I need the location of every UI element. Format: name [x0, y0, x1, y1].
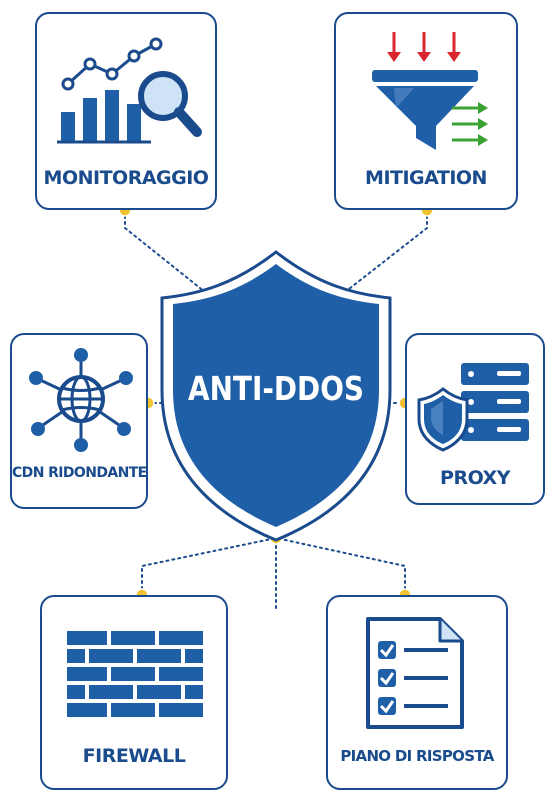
card-firewall: FIREWALL: [40, 595, 228, 790]
card-piano: PIANO DI RISPOSTA: [326, 595, 508, 790]
label-cdn: CDN RIDONDANTE: [12, 465, 147, 481]
card-monitoraggio: MONITORAGGIO: [35, 12, 217, 210]
chart-magnifier-icon: [57, 37, 202, 144]
label-firewall: FIREWALL: [82, 745, 186, 767]
card-proxy: PROXY: [405, 333, 545, 505]
label-mitigation: MITIGATION: [365, 167, 487, 189]
server-shield-icon: [417, 363, 529, 452]
card-mitigation: MITIGATION: [334, 12, 518, 210]
shield-inner-icon: [173, 264, 379, 527]
label-piano: PIANO DI RISPOSTA: [340, 747, 494, 765]
label-monitoraggio: MONITORAGGIO: [43, 167, 209, 189]
globe-network-icon: [29, 348, 133, 452]
connector-firewall: [141, 537, 277, 596]
card-cdn: CDN RIDONDANTE: [10, 333, 148, 509]
connector-piano: [275, 537, 406, 596]
funnel-filter-icon: [372, 32, 488, 150]
label-proxy: PROXY: [440, 467, 510, 489]
shield-title: ANTI-DDOS: [188, 369, 364, 408]
brick-wall-icon: [67, 631, 203, 717]
checklist-document-icon: [366, 617, 464, 729]
